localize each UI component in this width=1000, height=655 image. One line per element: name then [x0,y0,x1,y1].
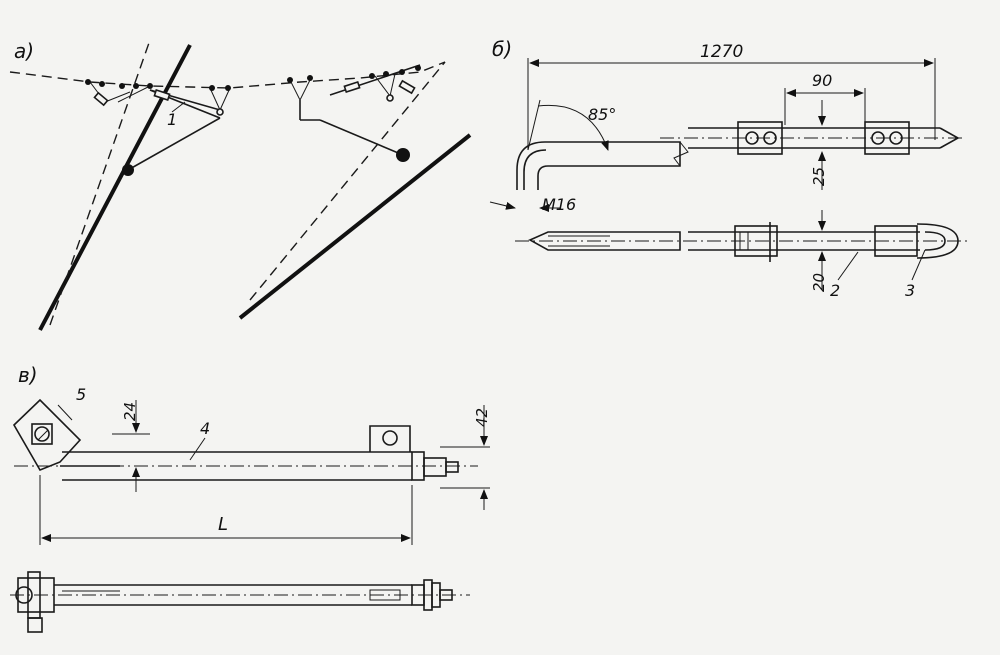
panel-b-label: б) [492,37,512,61]
panel-a-catenary-scheme: а) 1 [9,39,472,331]
left-mast [38,44,192,331]
right-mast-dashed [249,61,446,301]
left-cantilever [85,79,231,176]
dim-24: 24 [121,402,139,421]
dim-42: 42 [473,408,491,427]
callout-1: 1 [167,110,177,129]
dim-20: 20 [810,273,828,292]
dim-1270: 1270 [700,42,743,62]
panel-c-bracket-drawing: в) 5 4 24 42 [10,363,491,633]
dim-L: L [218,514,228,535]
panel-b-rod-drawing: б) 1270 90 85° М1 [489,37,968,300]
callout-2: 2 [830,281,840,300]
dim-25: 25 [810,167,828,186]
callout-3: 3 [905,281,915,300]
contact-wire [9,61,446,89]
bracket-side-view [12,398,478,481]
rod-plan-view [515,222,968,262]
thread-m16: М16 [542,195,576,214]
panel-a-label: а) [14,39,34,63]
left-mast-dashed [49,39,151,326]
callout-4: 4 [200,419,210,438]
right-cantilever [287,64,421,162]
rod-side-view [516,121,965,190]
angle-85: 85° [588,105,616,124]
dim-90: 90 [812,71,832,90]
callout-5: 5 [76,385,86,404]
right-mast [238,133,472,320]
bracket-plan-view [10,571,470,633]
panel-c-label: в) [18,363,38,387]
